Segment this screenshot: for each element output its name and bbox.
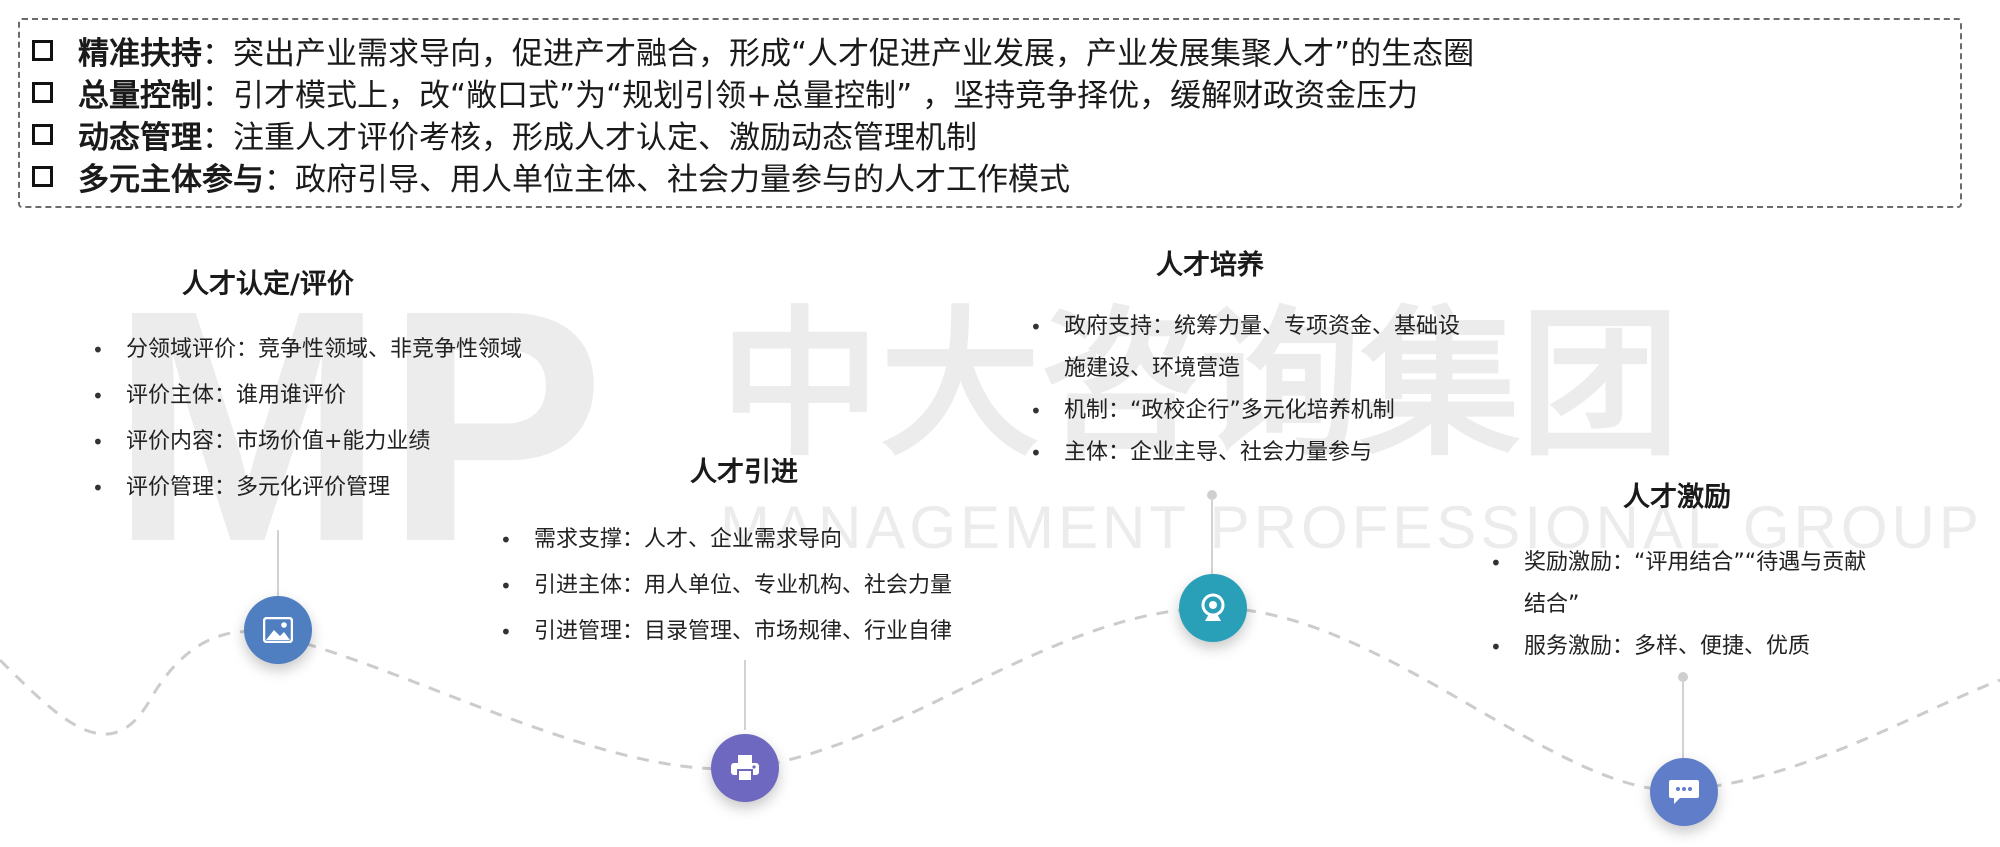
stem-line (1682, 680, 1684, 760)
list-item: 机制：“政校企行”多元化培养机制 (1030, 390, 1470, 432)
list-item: 主体：企业主导、社会力量参与 (1030, 432, 1470, 474)
stem-dot (1678, 672, 1688, 682)
list-item: 服务激励：多样、便捷、优质 (1490, 626, 1870, 668)
list-item: 评价主体：谁用谁评价 (92, 373, 522, 419)
list-item: 评价内容：市场价值+能力业绩 (92, 419, 522, 465)
key-point-text: ：突出产业需求导向，促进产才融合，形成“人才促进产业发展，产业发展集聚人才”的生… (202, 35, 1475, 72)
stage-bullets-incentive: 奖励激励：“评用结合”“待遇与贡献结合” 服务激励：多样、便捷、优质 (1490, 542, 1870, 668)
list-item: 引进管理：目录管理、市场规律、行业自律 (500, 609, 952, 655)
stage-node-cultivation[interactable] (1179, 574, 1247, 642)
stem-line (1211, 498, 1213, 578)
checkbox-icon (32, 81, 53, 103)
stage-node-incentive[interactable] (1650, 758, 1718, 826)
key-point-1: 精准扶持 ：突出产业需求导向，促进产才融合，形成“人才促进产业发展，产业发展集聚… (32, 30, 1475, 72)
key-point-4: 多元主体参与 ：政府引导、用人单位主体、社会力量参与的人才工作模式 (32, 156, 1070, 198)
stem-dot (1207, 490, 1217, 500)
chat-icon (1669, 780, 1699, 804)
key-point-keyword: 动态管理 (78, 119, 202, 156)
key-point-3: 动态管理 ：注重人才评价考核，形成人才认定、激励动态管理机制 (32, 114, 977, 156)
key-point-text: ：注重人才评价考核，形成人才认定、激励动态管理机制 (202, 119, 977, 156)
checkbox-icon (32, 39, 53, 61)
stem-line (277, 530, 279, 600)
key-point-text: ：政府引导、用人单位主体、社会力量参与的人才工作模式 (264, 161, 1070, 198)
stage-title-evaluation: 人才认定/评价 (182, 269, 354, 300)
stage-bullets-cultivation: 政府支持：统筹力量、专项资金、基础设施建设、环境营造 机制：“政校企行”多元化培… (1030, 306, 1470, 474)
stage-title-recruitment: 人才引进 (690, 457, 798, 488)
stem-line (744, 660, 746, 730)
key-point-2: 总量控制 ：引才模式上，改“敞口式”为“规划引领+总量控制” ，坚持竞争择优，缓… (32, 72, 1419, 114)
webcam-icon (1201, 593, 1225, 621)
list-item: 政府支持：统筹力量、专项资金、基础设施建设、环境营造 (1030, 306, 1470, 390)
key-point-keyword: 多元主体参与 (78, 161, 264, 198)
printer-icon (731, 755, 759, 782)
checkbox-icon (32, 123, 53, 145)
stage-title-incentive: 人才激励 (1623, 482, 1731, 513)
key-point-keyword: 精准扶持 (78, 35, 202, 72)
stage-node-recruitment[interactable] (711, 734, 779, 802)
list-item: 需求支撑：人才、企业需求导向 (500, 517, 952, 563)
image-icon (263, 617, 293, 643)
stage-bullets-evaluation: 分领域评价：竞争性领域、非竞争性领域 评价主体：谁用谁评价 评价内容：市场价值+… (92, 327, 522, 511)
list-item: 引进主体：用人单位、专业机构、社会力量 (500, 563, 952, 609)
key-points-box (18, 18, 1962, 208)
key-point-keyword: 总量控制 (78, 77, 202, 114)
stage-bullets-recruitment: 需求支撑：人才、企业需求导向 引进主体：用人单位、专业机构、社会力量 引进管理：… (500, 517, 952, 655)
list-item: 评价管理：多元化评价管理 (92, 465, 522, 511)
checkbox-icon (32, 165, 53, 187)
list-item: 分领域评价：竞争性领域、非竞争性领域 (92, 327, 522, 373)
stage-node-evaluation[interactable] (244, 596, 312, 664)
key-point-text: ：引才模式上，改“敞口式”为“规划引领+总量控制” ，坚持竞争择优，缓解财政资金… (202, 77, 1419, 114)
stage-title-cultivation: 人才培养 (1156, 250, 1264, 281)
list-item: 奖励激励：“评用结合”“待遇与贡献结合” (1490, 542, 1870, 626)
